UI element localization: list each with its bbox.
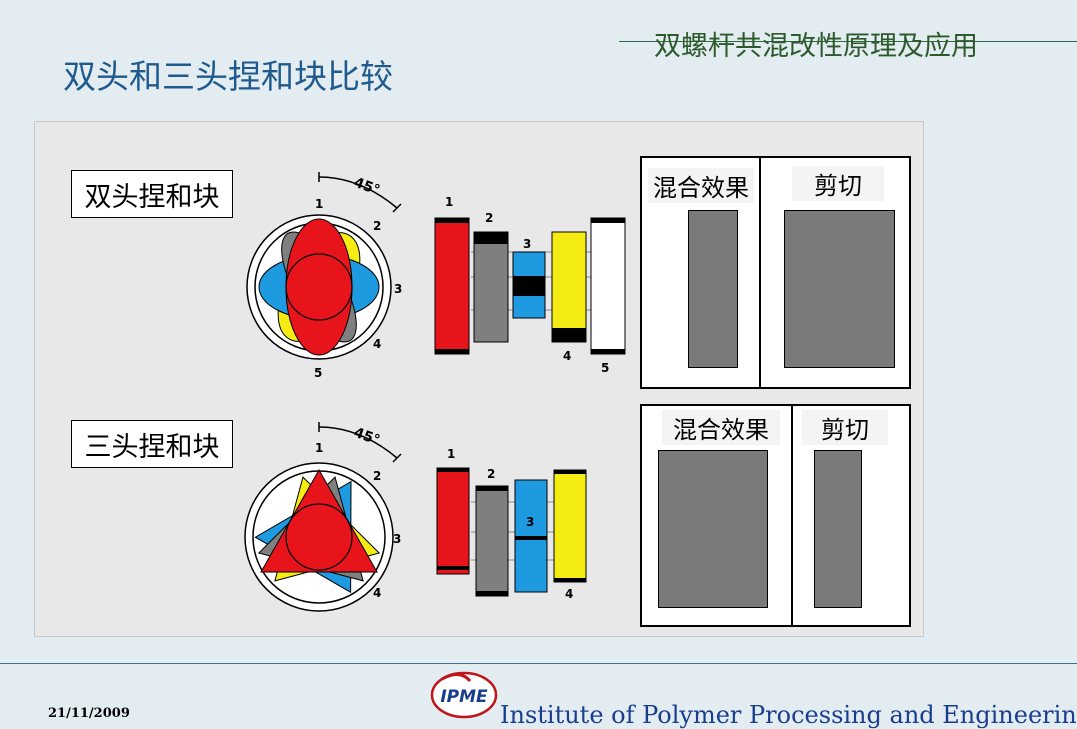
disc-number: 3 (393, 532, 401, 546)
disc-number: 1 (447, 447, 455, 461)
mixing-effect-label: 混合效果 (662, 410, 780, 445)
disc-number: 1 (315, 197, 323, 211)
disc-number: 4 (373, 337, 381, 351)
shear-label: 剪切 (792, 166, 884, 201)
shear-bar (814, 450, 862, 608)
disc-2-gray (475, 485, 509, 597)
comparison-divider (791, 406, 793, 625)
disc-number: 2 (487, 467, 495, 481)
disc-number: 4 (565, 587, 573, 601)
disc-number: 4 (373, 586, 381, 600)
three-lobe-comparison-box: 混合效果 剪切 (640, 404, 911, 627)
disc-number: 3 (523, 237, 531, 251)
disc-number: 2 (485, 211, 493, 225)
three-lobe-label: 三头捏和块 (71, 420, 233, 468)
disc-number: 3 (526, 515, 534, 529)
angle-arc (318, 426, 398, 459)
disc-number: 1 (445, 195, 453, 209)
shear-label: 剪切 (802, 410, 888, 445)
disc-number: 2 (373, 469, 381, 483)
footer-date: 21/11/2009 (48, 706, 130, 721)
mixing-effect-label: 混合效果 (648, 168, 754, 203)
disc-number: 5 (601, 361, 609, 375)
three-lobe-side-view: 1 2 3 4 (436, 447, 587, 601)
red-lobe (285, 218, 353, 356)
two-lobe-cross-section: 45° 1 2 3 4 5 (246, 172, 402, 380)
disc-2-gray (473, 231, 509, 343)
two-lobe-side-view: 1 2 3 4 5 (434, 195, 626, 375)
shaft-circle (285, 503, 353, 571)
disc-number: 1 (315, 441, 323, 455)
three-lobe-angle-label: 45° (352, 425, 382, 449)
disc-number: 3 (394, 282, 402, 296)
ipme-logo: IPME (430, 671, 498, 719)
footer-institute: Institute of Polymer Processing and Engi… (500, 701, 1077, 729)
two-lobe-label: 双头捏和块 (71, 170, 233, 218)
header-title: 双螺杆共混改性原理及应用 (654, 31, 978, 62)
disc-1-red (436, 467, 470, 575)
comparison-divider (759, 158, 761, 387)
diagram-panel: 双头捏和块 45° 1 2 3 4 5 (34, 121, 924, 637)
disc-number: 2 (373, 219, 381, 233)
angle-arc (318, 176, 398, 209)
disc-5-white (590, 217, 626, 355)
svg-text:IPME: IPME (440, 687, 488, 707)
disc-number: 5 (314, 366, 322, 380)
mixing-bar (658, 450, 768, 608)
footer-rule (0, 663, 1077, 664)
slide-title: 双头和三头捏和块比较 (63, 57, 393, 96)
disc-4-yellow (551, 231, 587, 343)
header-rule (619, 41, 1077, 42)
disc-4-yellow (553, 469, 587, 583)
disc-number: 4 (563, 349, 571, 363)
angle-tick-right (392, 203, 402, 213)
two-lobe-angle-label: 45° (352, 175, 382, 199)
shear-bar (784, 210, 895, 368)
two-lobe-comparison-box: 混合效果 剪切 (640, 156, 911, 389)
disc-1-red (434, 217, 470, 355)
shaft-circle (285, 253, 353, 321)
mixing-bar (688, 210, 738, 368)
three-lobe-cross-section: 45° 1 2 3 4 (244, 422, 402, 612)
